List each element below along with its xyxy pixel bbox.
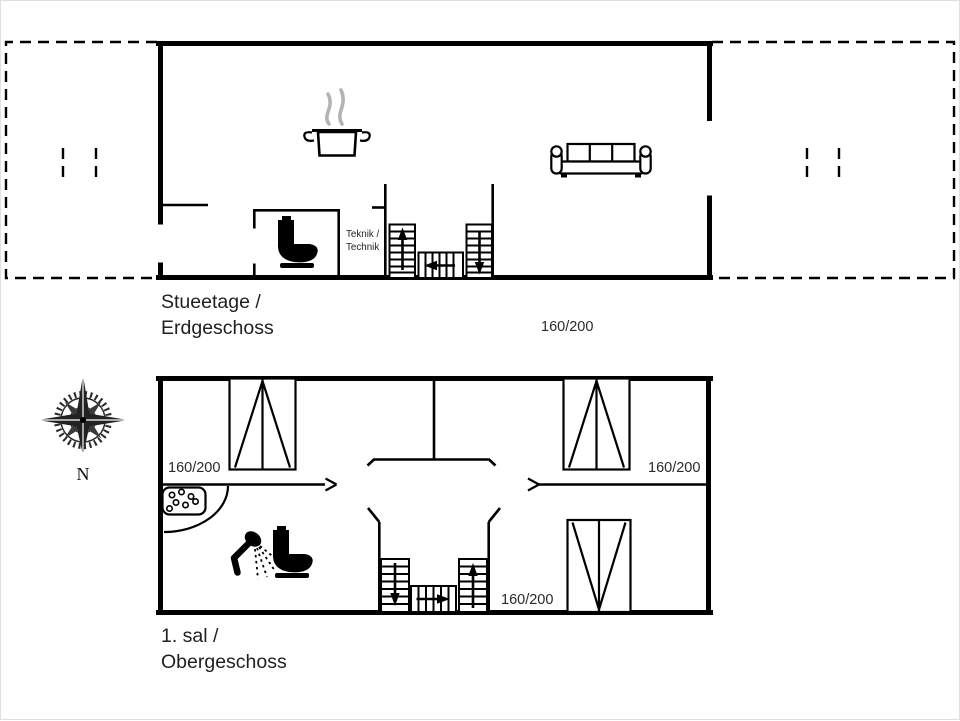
toilet-icon: [277, 216, 318, 268]
cooking-pot-icon: [303, 88, 371, 157]
first-floor-title-line2: Obergeschoss: [161, 651, 287, 673]
staircase-up-icon: [388, 223, 493, 279]
technik-room-label: Teknik / Technik: [346, 229, 379, 253]
shower-icon: [230, 531, 282, 580]
first-floor-title-line1: 1. sal /: [161, 625, 219, 647]
north-label: N: [77, 464, 90, 484]
ground-floor-title-line2: Erdgeschoss: [161, 317, 274, 339]
ground-floor-title: Stueetage / Erdgeschoss: [161, 291, 274, 339]
sofa-icon: [550, 142, 652, 178]
stair-direction-arrows: [390, 563, 478, 608]
bed-size-label-top-right: 160/200: [648, 460, 700, 476]
ground-floor-title-line1: Stueetage /: [161, 291, 261, 313]
terrace-right-outline: [712, 40, 956, 280]
bed-size-label-bottom: 160/200: [501, 592, 553, 608]
staircase-down-icon: [380, 558, 488, 613]
bed-top-left: [228, 377, 297, 471]
bed-size-label-top-left: 160/200: [168, 460, 220, 476]
toilet-icon: [272, 526, 313, 578]
ground-floor-plan: Teknik / Technik Stueetage / Erdgeschoss…: [4, 40, 956, 339]
bed-top-right: [562, 377, 631, 471]
first-floor-plan: 160/200 160/200 160/200 1. sal / Oberges…: [156, 376, 713, 673]
technik-label-line2: Technik: [346, 242, 379, 253]
technik-label-line1: Teknik /: [346, 229, 379, 240]
shower-curtain-arc: [163, 485, 230, 534]
first-floor-interior-walls: [158, 381, 711, 611]
bathroom-area: [161, 485, 313, 580]
compass-rose-icon: N: [38, 375, 128, 484]
stair-direction-arrows: [397, 227, 485, 275]
washbasin-icon: [161, 486, 207, 516]
first-floor-title: 1. sal / Obergeschoss: [161, 625, 287, 673]
terrace-left-outline: [4, 40, 157, 280]
ground-floor-outer-walls: [156, 41, 713, 280]
bed-size-label-ground: 160/200: [541, 319, 593, 335]
bed-bottom-right: [566, 518, 632, 614]
